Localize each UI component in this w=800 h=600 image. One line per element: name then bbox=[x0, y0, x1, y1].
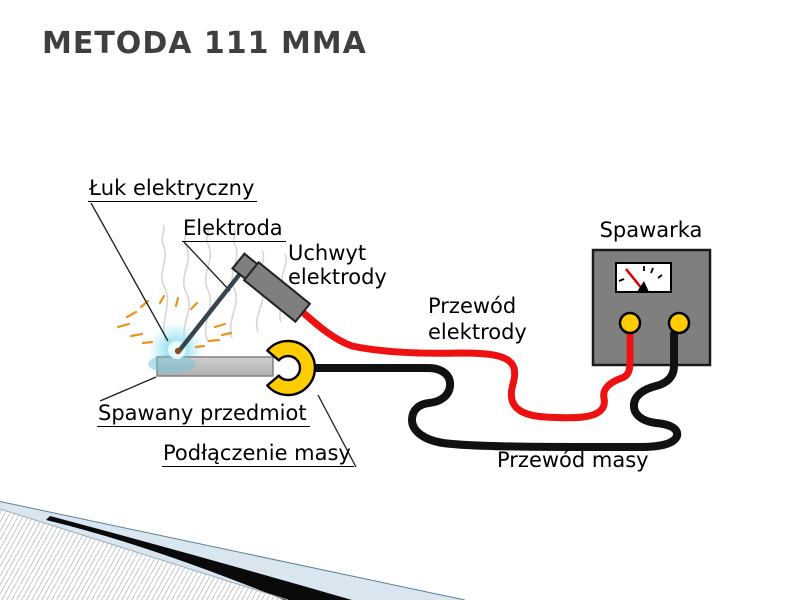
corner-decoration bbox=[0, 501, 466, 600]
terminal-negative bbox=[667, 311, 691, 335]
ammeter-pivot bbox=[637, 281, 649, 292]
electrode-holder bbox=[231, 252, 312, 324]
ground-clamp bbox=[266, 339, 317, 397]
electrode-holder-body bbox=[242, 260, 312, 324]
electrode-rod bbox=[176, 267, 246, 354]
leader-lines bbox=[90, 202, 357, 468]
label-electrode: Elektroda bbox=[182, 216, 286, 242]
ammeter-needle bbox=[625, 268, 644, 291]
slide-title: METODA 111 MMA bbox=[42, 26, 367, 61]
label-ground-cable: Przewód masy bbox=[497, 448, 649, 472]
arc-glow-on-bar bbox=[148, 355, 196, 373]
label-workpiece: Spawany przedmiot bbox=[97, 401, 310, 427]
ammeter-ticks bbox=[618, 266, 663, 282]
terminal-positive bbox=[618, 311, 642, 335]
leader-workpiece bbox=[99, 376, 157, 402]
electrode-tip bbox=[174, 347, 182, 355]
ground-cable bbox=[304, 330, 682, 451]
label-ground-connection: Podłączenie masy bbox=[162, 441, 354, 467]
leader-electrode bbox=[183, 241, 231, 292]
leader-arc bbox=[90, 202, 169, 342]
decoration-hatch-edge bbox=[0, 508, 289, 600]
welding-machine bbox=[591, 248, 712, 367]
label-electrode-holder: Uchwyt elektrody bbox=[288, 241, 387, 289]
label-welder: Spawarka bbox=[599, 218, 703, 242]
leader-ground-connection bbox=[317, 394, 357, 468]
electrode-cable bbox=[295, 305, 634, 422]
label-arc: Łuk elektryczny bbox=[88, 176, 258, 202]
label-electrode-cable: Przewód elektrody bbox=[428, 294, 527, 344]
decoration-black-swoosh bbox=[46, 516, 352, 600]
decoration-top-line bbox=[0, 501, 466, 600]
